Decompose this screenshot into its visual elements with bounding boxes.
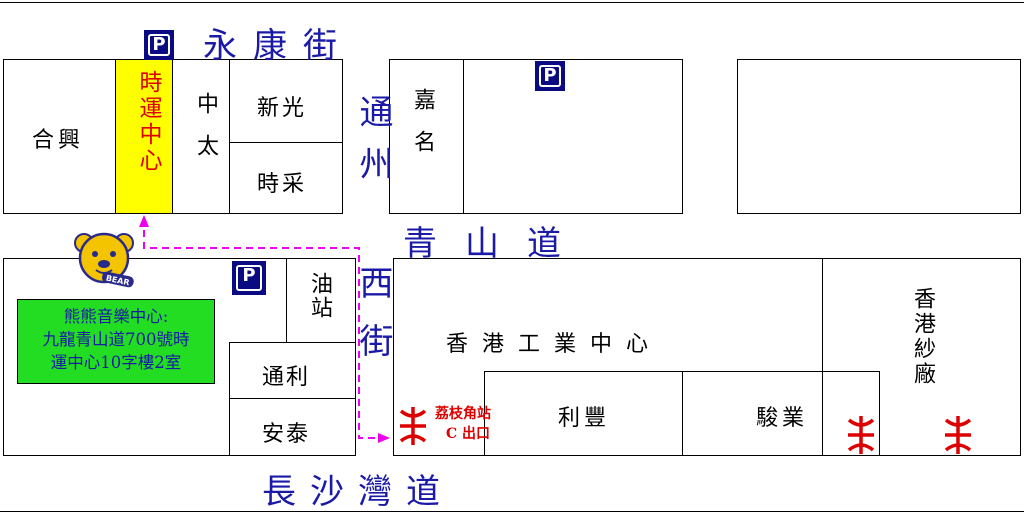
mtr-icon [847, 416, 875, 454]
block-top-right [737, 59, 1021, 214]
road-edge-top [0, 2, 1024, 3]
building-tung-lee: 通利 [262, 365, 311, 390]
parking-icon: P [232, 261, 266, 295]
divider [115, 59, 116, 214]
building-sun-kwong: 新光 [257, 96, 308, 121]
target-building-label: 時運中心 [135, 70, 161, 174]
road-edge-bottom [0, 511, 1024, 512]
info-line: 運中心10字樓2室 [50, 353, 182, 372]
street-bottom: 長沙灣道 [262, 472, 454, 512]
divider [484, 371, 879, 372]
street-top: 永康街 [203, 26, 353, 66]
divider [229, 342, 356, 343]
mtr-exit-label: C 出口 [446, 426, 491, 442]
building-lee-fung: 利豐 [558, 406, 611, 431]
block-top-left [3, 59, 343, 214]
divider [229, 342, 230, 456]
street-middle: 青山道 [403, 224, 589, 264]
divider [822, 258, 823, 456]
info-box: 熊熊音樂中心: 九龍青山道700號時 運中心10字樓2室 [17, 299, 215, 384]
parking-icon: P [535, 61, 565, 91]
mtr-icon [399, 407, 427, 445]
divider [229, 398, 356, 399]
divider [879, 371, 880, 456]
bear-logo-icon[interactable]: BEAR [72, 230, 136, 288]
building-ka-ming: 嘉名 [410, 88, 435, 172]
divider [229, 142, 343, 143]
building-hk-industrial: 香港工業中心 [446, 332, 663, 357]
street-vertical-top: 通州 [353, 94, 393, 198]
divider [286, 258, 287, 342]
block-bottom-right [393, 258, 1021, 456]
building-si-choi: 時采 [257, 172, 308, 197]
info-line: 九龍青山道700號時 [42, 330, 190, 349]
divider [484, 371, 485, 456]
target-building[interactable] [116, 60, 172, 213]
building-hop-hing: 合興 [32, 128, 85, 153]
building-on-tai: 安泰 [262, 422, 311, 447]
mtr-station-label: 荔枝角站 [435, 406, 491, 422]
building-hk-mill: 香港紗廠 [910, 287, 935, 387]
divider [682, 371, 683, 456]
divider [463, 59, 464, 214]
mtr-icon [944, 416, 972, 454]
building-oil-station: 油站 [307, 272, 332, 320]
parking-icon: P [144, 30, 174, 60]
building-chung-tai: 中太 [193, 92, 218, 176]
divider [229, 59, 230, 214]
info-line: 熊熊音樂中心: [63, 307, 169, 326]
divider [172, 59, 173, 214]
building-chun-yip: 駿業 [756, 406, 809, 431]
